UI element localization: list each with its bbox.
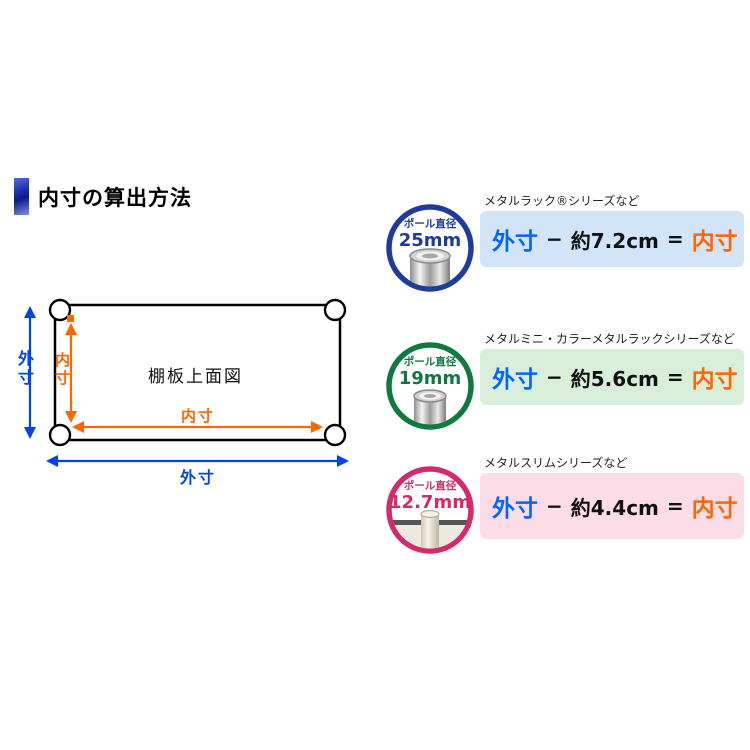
- pole-diameter-label: ポール直径: [404, 217, 457, 230]
- shelf-outline: [53, 303, 342, 442]
- page-title-row: 内寸の算出方法: [14, 178, 192, 215]
- pole-circle-bottom-right: [323, 423, 347, 447]
- equals-sign: =: [666, 494, 684, 518]
- series-row-metal-mini: メタルミニ・カラーメタルラックシリーズなど 外寸 − 約5.6cm = 内寸: [382, 328, 750, 446]
- series-row-metal-slim: メタルスリムシリーズなど 外寸 − 約4.4cm = 内寸: [382, 452, 750, 570]
- inner-dimension-text: 内寸: [691, 496, 738, 522]
- pole-diameter-label: ポール直径: [404, 355, 457, 368]
- shelf-diagram: [24, 298, 349, 467]
- series-caption: メタルスリムシリーズなど: [484, 456, 628, 470]
- pole-badge: ポール直径 25mm: [386, 204, 474, 292]
- deduction-value: 約4.4cm: [570, 495, 659, 520]
- diagram-title: 棚板上面図: [148, 367, 243, 387]
- pole-circle-bottom-left: [48, 423, 72, 447]
- deduction-value: 約5.6cm: [570, 366, 659, 391]
- badge-ring: [386, 342, 474, 430]
- pole-circle-top-right: [323, 298, 347, 322]
- formula-box: 外寸 − 約4.4cm = 内寸: [480, 473, 744, 539]
- equals-sign: =: [666, 365, 684, 389]
- inner-dimension-text: 内寸: [691, 367, 738, 393]
- page-title: 内寸の算出方法: [38, 185, 192, 210]
- equals-sign: =: [666, 227, 684, 251]
- pole-diameter-label: ポール直径: [404, 479, 457, 492]
- pole-circle-top-left: [48, 298, 72, 322]
- minus-sign: −: [546, 227, 563, 251]
- formula-box: 外寸 − 約5.6cm = 内寸: [480, 349, 744, 405]
- formula-box: 外寸 − 約7.2cm = 内寸: [480, 211, 744, 267]
- outer-dimension-horizontal-label: 外寸: [180, 468, 217, 487]
- series-caption: メタルラック®シリーズなど: [484, 194, 640, 208]
- series-row-metal-rack: メタルラック®シリーズなど 外寸 − 約7.2cm = 内寸: [382, 190, 750, 308]
- badge-ring: [386, 204, 474, 292]
- inner-dimension-vertical-label: 内寸: [53, 352, 71, 388]
- inner-dimension-horizontal-label: 内寸: [181, 407, 216, 425]
- title-accent-icon: [14, 178, 29, 215]
- measure-origin-marker: [67, 315, 74, 322]
- pole-diameter-value: 25mm: [399, 230, 462, 251]
- pole-photo: [409, 248, 451, 287]
- outer-dimension-text: 外寸: [492, 496, 538, 522]
- outer-dimension-text: 外寸: [492, 229, 538, 255]
- minus-sign: −: [546, 365, 563, 389]
- series-caption: メタルミニ・カラーメタルラックシリーズなど: [484, 332, 735, 346]
- outer-dimension-text: 外寸: [492, 367, 538, 393]
- pole-photo: [413, 389, 447, 425]
- outer-dimension-vertical-label: 外寸: [15, 350, 34, 388]
- pole-diameter-value: 12.7mm: [389, 492, 471, 513]
- pole-badge: ポール直径 12.7mm: [386, 466, 474, 554]
- minus-sign: −: [546, 494, 563, 518]
- deduction-value: 約7.2cm: [570, 228, 659, 253]
- inner-dimension-text: 内寸: [691, 229, 738, 255]
- pole-diameter-value: 19mm: [399, 368, 462, 389]
- pole-badge: ポール直径 19mm: [386, 342, 474, 430]
